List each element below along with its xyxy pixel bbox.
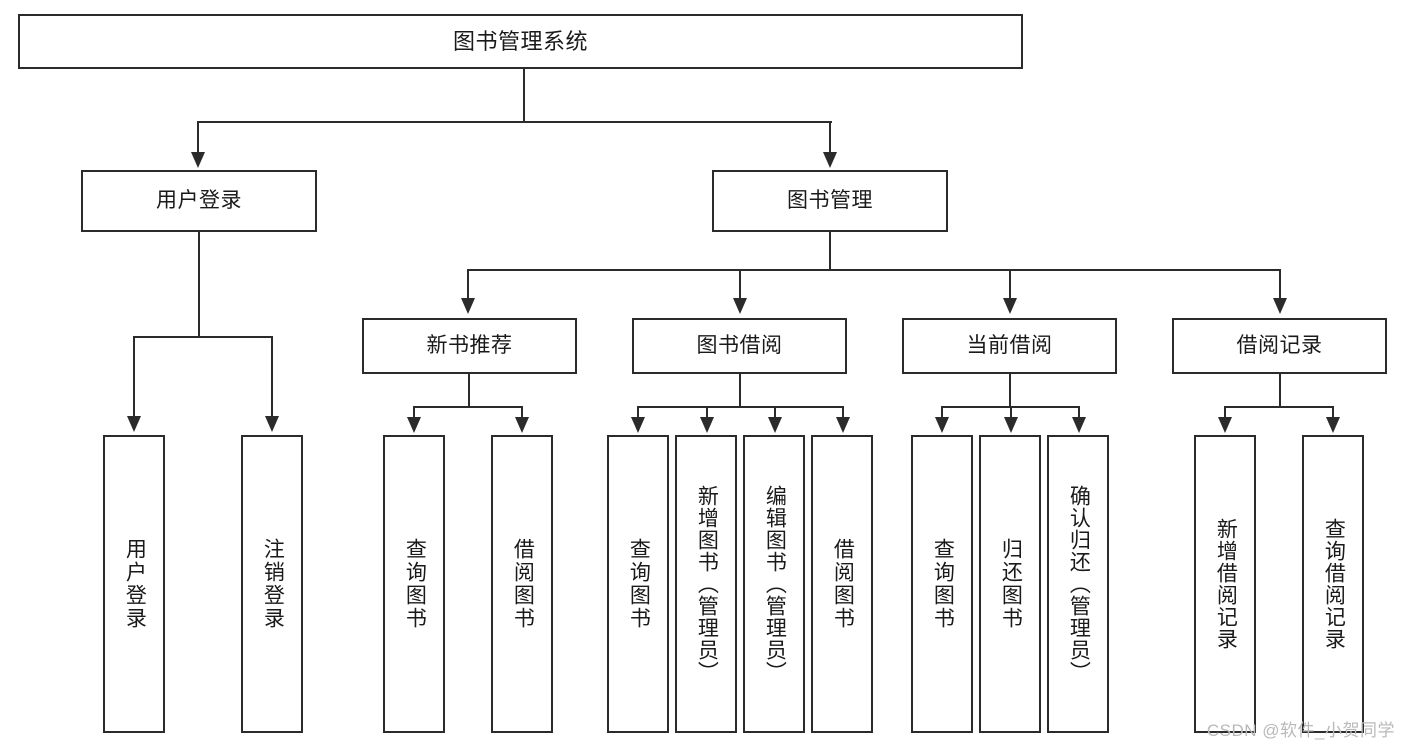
leaf-book-borrow-query-book[interactable]: 查询图书 [607, 435, 669, 733]
connector-root-stem [523, 69, 525, 122]
connector-to-leaf-nbr-1 [413, 406, 415, 419]
csdn-watermark: CSDN @软件_小贺同学 [1206, 721, 1395, 740]
leaf-label: 查询图书 [931, 538, 955, 630]
arrow-to-leaf-nbr-1 [407, 417, 421, 433]
connector-to-leaf-user-login-2 [271, 336, 273, 418]
arrow-to-user-login [191, 152, 205, 168]
leaf-user-login-logout[interactable]: 注销登录 [241, 435, 303, 733]
leaf-label: 注销登录 [261, 538, 285, 630]
node-label: 图书管理 [787, 188, 873, 212]
connector-level2-bus [467, 269, 1281, 271]
connector-to-leaf-bb-4 [842, 406, 844, 419]
node-label: 当前借阅 [966, 333, 1053, 357]
connector-book-management-stem [829, 232, 831, 271]
arrow-to-book-management [823, 152, 837, 168]
leaf-label: 查询图书 [403, 538, 427, 630]
arrow-to-leaf-cb-1 [935, 417, 949, 433]
arrow-to-leaf-bb-3 [768, 417, 782, 433]
arrow-to-leaf-user-login-1 [127, 416, 141, 432]
arrow-to-current-borrow [1003, 298, 1017, 314]
connector-to-leaf-cb-2 [1010, 406, 1012, 419]
arrow-to-leaf-bb-4 [836, 417, 850, 433]
arrow-to-leaf-br-2 [1326, 417, 1340, 433]
leaf-label: 借阅图书 [831, 538, 855, 630]
leaf-user-login-login[interactable]: 用户登录 [103, 435, 165, 733]
connector-to-book-borrow [739, 269, 741, 300]
connector-to-leaf-user-login-1 [133, 336, 135, 418]
leaf-label: 借阅图书 [511, 538, 535, 630]
leaf-current-borrow-query-book[interactable]: 查询图书 [911, 435, 973, 733]
node-label: 用户登录 [156, 188, 242, 212]
leaf-label: 确认归还（管理员） [1067, 485, 1091, 683]
connector-to-leaf-cb-3 [1078, 406, 1080, 419]
connector-to-leaf-br-2 [1332, 406, 1334, 419]
connector-to-book-management [829, 121, 831, 154]
leaf-book-borrow-borrow-book[interactable]: 借阅图书 [811, 435, 873, 733]
node-label: 新书推荐 [426, 333, 513, 357]
arrow-to-borrow-record [1273, 298, 1287, 314]
leaf-book-borrow-add-book-admin[interactable]: 新增图书（管理员） [675, 435, 737, 733]
connector-level1-bus [198, 121, 832, 123]
arrow-to-leaf-cb-2 [1004, 417, 1018, 433]
arrow-to-leaf-user-login-2 [265, 416, 279, 432]
connector-current-borrow-stem [1009, 374, 1011, 407]
connector-new-book-recommend-stem [468, 374, 470, 407]
leaf-label: 编辑图书（管理员） [763, 485, 787, 683]
arrow-to-book-borrow [733, 298, 747, 314]
connector-to-leaf-bb-1 [637, 406, 639, 419]
connector-user-login-bus [133, 336, 272, 338]
arrow-to-new-book-recommend [461, 298, 475, 314]
connector-to-borrow-record [1279, 269, 1281, 300]
leaf-label: 用户登录 [123, 538, 147, 630]
node-label: 借阅记录 [1236, 333, 1323, 357]
arrow-to-leaf-cb-3 [1072, 417, 1086, 433]
leaf-label: 查询借阅记录 [1322, 518, 1346, 650]
leaf-current-borrow-return-book[interactable]: 归还图书 [979, 435, 1041, 733]
connector-borrow-record-stem [1279, 374, 1281, 407]
connector-user-login-stem [198, 232, 200, 337]
connector-to-leaf-cb-1 [941, 406, 943, 419]
leaf-book-borrow-edit-book-admin[interactable]: 编辑图书（管理员） [743, 435, 805, 733]
node-label: 图书借阅 [696, 333, 783, 357]
connector-to-leaf-bb-2 [706, 406, 708, 419]
node-label: 图书管理系统 [452, 28, 588, 54]
node-new-book-recommend[interactable]: 新书推荐 [362, 318, 577, 374]
arrow-to-leaf-bb-1 [631, 417, 645, 433]
node-borrow-record[interactable]: 借阅记录 [1172, 318, 1387, 374]
connector-to-leaf-nbr-2 [521, 406, 523, 419]
connector-new-book-recommend-bus [413, 406, 523, 408]
connector-to-user-login [197, 121, 199, 154]
arrow-to-leaf-bb-2 [700, 417, 714, 433]
connector-book-borrow-stem [739, 374, 741, 407]
connector-to-current-borrow [1009, 269, 1011, 300]
leaf-label: 查询图书 [627, 538, 651, 630]
arrow-to-leaf-nbr-2 [515, 417, 529, 433]
arrow-to-leaf-br-1 [1218, 417, 1232, 433]
leaf-current-borrow-confirm-return-admin[interactable]: 确认归还（管理员） [1047, 435, 1109, 733]
connector-borrow-record-bus [1224, 406, 1334, 408]
node-book-management[interactable]: 图书管理 [712, 170, 948, 232]
connector-to-leaf-br-1 [1224, 406, 1226, 419]
leaf-new-book-query-book[interactable]: 查询图书 [383, 435, 445, 733]
node-user-login[interactable]: 用户登录 [81, 170, 317, 232]
connector-book-borrow-bus [637, 406, 844, 408]
leaf-new-book-borrow-book[interactable]: 借阅图书 [491, 435, 553, 733]
connector-to-leaf-bb-3 [774, 406, 776, 419]
leaf-label: 新增图书（管理员） [695, 485, 719, 683]
node-book-borrow[interactable]: 图书借阅 [632, 318, 847, 374]
leaf-borrow-record-query-record[interactable]: 查询借阅记录 [1302, 435, 1364, 733]
leaf-borrow-record-add-record[interactable]: 新增借阅记录 [1194, 435, 1256, 733]
connector-to-new-book-recommend [467, 269, 469, 300]
node-current-borrow[interactable]: 当前借阅 [902, 318, 1117, 374]
leaf-label: 归还图书 [999, 538, 1023, 630]
node-root-book-management-system[interactable]: 图书管理系统 [18, 14, 1023, 69]
leaf-label: 新增借阅记录 [1214, 518, 1238, 650]
